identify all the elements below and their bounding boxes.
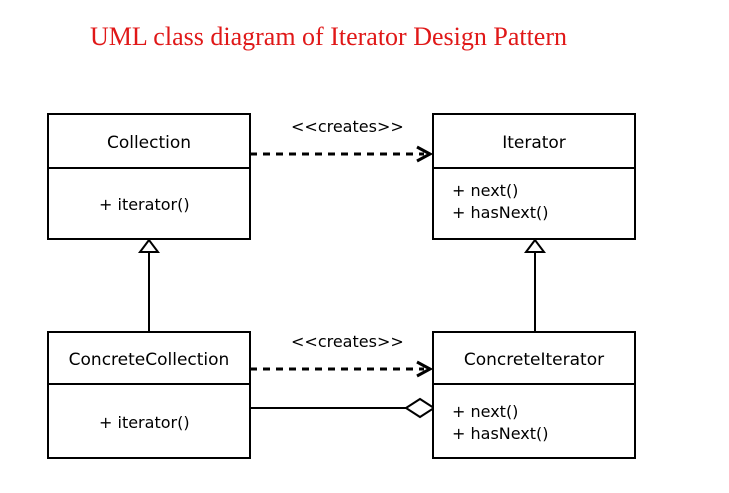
creates-label-top: <<creates>> <box>291 117 404 136</box>
class-methods: + iterator() <box>99 412 190 434</box>
class-name: ConcreteCollection <box>68 350 230 370</box>
class-concrete-iterator: ConcreteIterator + next() + hasNext() <box>432 331 636 459</box>
class-collection: Collection + iterator() <box>47 113 251 240</box>
creates-label-bottom: <<creates>> <box>291 332 404 351</box>
class-name: Iterator <box>502 133 566 153</box>
class-methods: + next() + hasNext() <box>452 180 549 224</box>
class-divider <box>49 167 249 169</box>
arrowhead-top <box>416 145 434 163</box>
class-methods: + next() + hasNext() <box>452 401 549 445</box>
diagram-title: UML class diagram of Iterator Design Pat… <box>90 22 568 51</box>
class-divider <box>434 167 634 169</box>
class-divider <box>49 383 249 385</box>
method: + next() <box>452 402 519 421</box>
method: + hasNext() <box>452 424 549 443</box>
class-iterator: Iterator + next() + hasNext() <box>432 113 636 240</box>
class-concrete-collection: ConcreteCollection + iterator() <box>47 331 251 459</box>
aggregation-diamond <box>404 397 436 419</box>
method: + iterator() <box>99 413 190 432</box>
generalization-arrowhead-right <box>524 238 546 253</box>
method: + hasNext() <box>452 203 549 222</box>
generalization-arrowhead-left <box>138 238 160 253</box>
class-divider <box>434 383 634 385</box>
method: + iterator() <box>99 195 190 214</box>
class-methods: + iterator() <box>99 194 190 216</box>
method: + next() <box>452 181 519 200</box>
class-name: Collection <box>106 133 192 153</box>
arrowhead-bottom <box>416 360 434 378</box>
class-name: ConcreteIterator <box>463 350 605 370</box>
